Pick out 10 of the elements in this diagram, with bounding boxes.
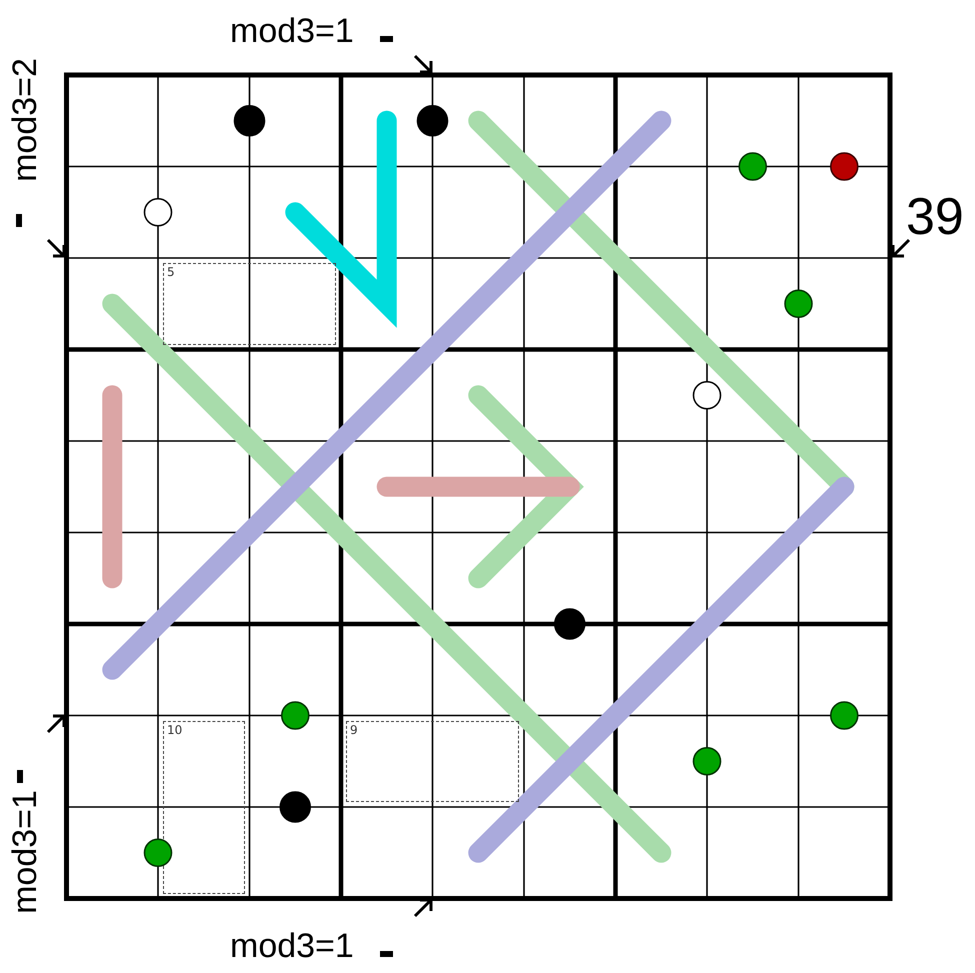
cage-outline	[163, 263, 336, 344]
clue-label: mod3=2	[8, 58, 42, 182]
cage-sum: 5	[167, 266, 175, 278]
clue-label: 39	[906, 191, 964, 243]
clue-label: mod3=1	[8, 790, 42, 914]
cage-outline	[346, 720, 519, 802]
cage-sum: 10	[167, 724, 182, 736]
cage-sum: 9	[350, 724, 358, 736]
clue-label: mod3=1	[230, 14, 354, 48]
clue-label: mod3=1	[230, 929, 354, 963]
